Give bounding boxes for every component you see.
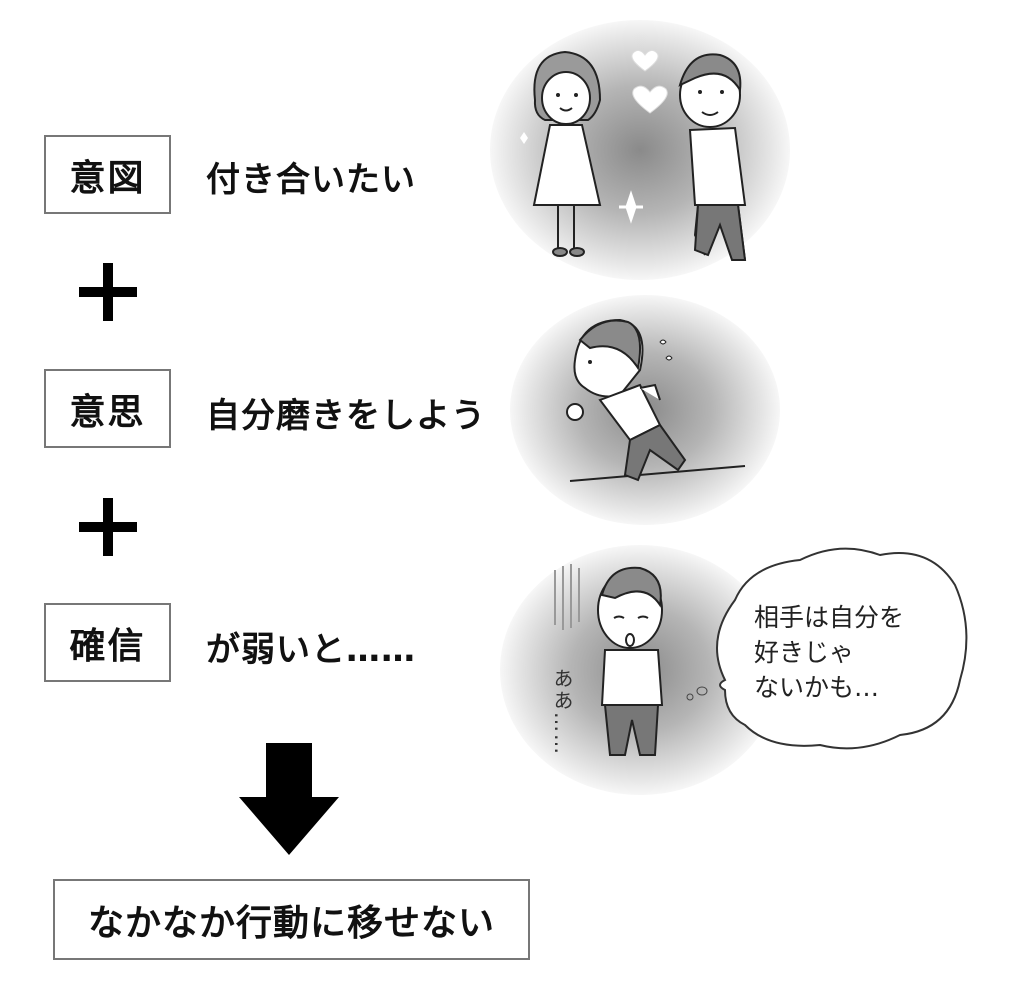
label-intention: 意図 [69, 157, 146, 199]
sigh-text: ああ…… [550, 668, 574, 756]
thought-bubble-icon [716, 547, 968, 750]
plus-icon [79, 498, 137, 556]
disheartened-boy-illustration-icon [554, 564, 708, 756]
label-confidence: 確信 [69, 625, 146, 667]
running-boy-illustration-icon [566, 318, 746, 482]
result-box: なかなか行動に移せない [53, 879, 530, 960]
plus-icon [79, 263, 137, 321]
thought-bubble-text: 相手は自分を 好きじゃ ないかも… [754, 603, 905, 702]
label-box-intention: 意図 [44, 135, 171, 214]
couple-illustration-icon [520, 49, 747, 261]
label-will: 意思 [69, 391, 146, 433]
down-arrow-icon [239, 743, 339, 855]
label-box-confidence: 確信 [44, 603, 171, 682]
description-intention: 付き合いたい [206, 160, 416, 200]
result-text: なかなか行動に移せない [87, 902, 495, 944]
description-will: 自分磨きをしよう [206, 396, 486, 436]
label-box-will: 意思 [44, 369, 171, 448]
description-confidence: が弱いと…… [206, 630, 416, 670]
